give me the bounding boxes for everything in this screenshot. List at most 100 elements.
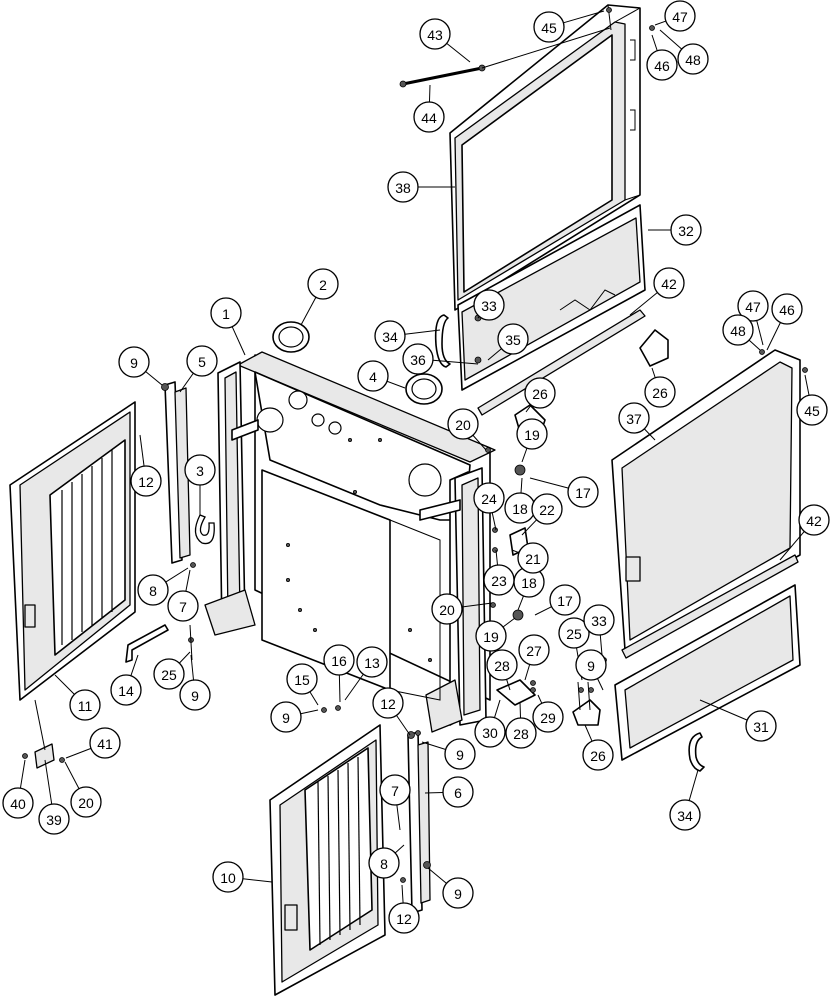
callout-10: 10 [212,861,244,893]
callout-20: 20 [431,593,463,625]
callout-circle [442,877,474,909]
leader-line [629,292,658,316]
callout-18: 18 [504,492,536,524]
callout-circle [664,0,696,32]
callout-21: 21 [517,542,549,574]
callout-number: 7 [179,599,187,615]
seal-strip-upper [477,309,646,416]
callout-13: 13 [356,646,388,678]
callout-number: 29 [540,710,556,726]
callout-circle [379,774,411,806]
callout-number: 22 [539,502,555,518]
callout-20: 20 [447,408,479,440]
hinge-right-6 [407,731,431,914]
leader-line [537,694,543,704]
leader-line [493,699,501,718]
seal-strip-right [621,554,799,659]
callout-25: 25 [558,617,590,649]
latch-39 [22,699,65,769]
callout-circle [307,268,339,300]
callout-circle [69,689,101,721]
callout-circle [517,542,549,574]
callout-5: 5 [186,345,218,377]
callout-circle [70,786,102,818]
callout-circle [372,687,404,719]
callout-number: 9 [191,688,199,704]
leader-line [517,595,524,611]
handle-14 [125,624,169,663]
rear-screen-frame [449,4,641,311]
leader-line [495,549,499,566]
callout-circle [419,18,451,50]
callout-circle [532,701,564,733]
leader-line [534,606,552,616]
leader-line [766,322,781,351]
callout-number: 17 [557,593,573,609]
callout-number: 18 [512,501,528,517]
callout-12: 12 [388,902,420,934]
leader-line [472,434,487,451]
leader-line [525,404,532,413]
callout-circle [442,776,474,808]
callout-34: 34 [669,799,701,831]
callout-circle [153,658,185,690]
callout-45: 45 [796,394,828,426]
handle-lower [688,732,705,772]
callout-circle [558,617,590,649]
callout-circle [669,799,701,831]
callout-circle [473,289,505,321]
callout-circle [323,644,355,676]
callout-number: 8 [149,583,157,599]
callout-circle [356,646,388,678]
leader-line [190,654,195,681]
leader-line [521,447,528,463]
callout-39: 39 [38,803,70,835]
callout-25: 25 [153,658,185,690]
right-door-37 [611,349,801,651]
callout-number: 37 [626,411,642,427]
callout-number: 15 [294,672,310,688]
leader-line [428,84,431,103]
callout-14: 14 [110,674,142,706]
leader-line [804,374,810,396]
callout-38: 38 [387,171,419,203]
leader-line [511,549,520,554]
callout-8: 8 [137,574,169,606]
callout-circle [505,717,537,749]
callout-number: 44 [421,110,437,126]
callout-number: 48 [730,323,746,339]
callout-48: 48 [722,314,754,346]
leader-line [179,372,194,393]
callout-circle [583,604,615,636]
callout-circle [796,394,828,426]
callout-42: 42 [798,504,830,536]
callout-number: 45 [541,20,557,36]
front-door-10 [269,724,386,996]
callout-number: 47 [672,9,688,25]
callout-circle [137,574,169,606]
callout-number: 12 [380,696,396,712]
callouts: 1234567788999999101112121213141516171718… [2,0,830,934]
callout-number: 43 [427,27,443,43]
callout-48: 48 [677,43,709,75]
leader-line [64,761,80,789]
callout-number: 21 [525,551,541,567]
callout-8: 8 [368,847,400,879]
leader-line [427,867,447,884]
callout-circle [653,267,685,299]
leader-line [519,701,522,719]
callout-number: 32 [678,223,694,239]
leader-line [139,434,145,467]
callout-number: 18 [521,575,537,591]
callout-circle [286,663,318,695]
leader-line [300,296,317,326]
callout-34: 34 [374,320,406,352]
callout-number: 11 [78,698,93,714]
leader-line [502,617,516,628]
callout-46: 46 [771,293,803,325]
callout-number: 25 [566,626,582,642]
callout-circle [210,297,242,329]
leader-line [185,569,191,592]
callout-circle [618,402,650,434]
callout-number: 26 [532,386,548,402]
